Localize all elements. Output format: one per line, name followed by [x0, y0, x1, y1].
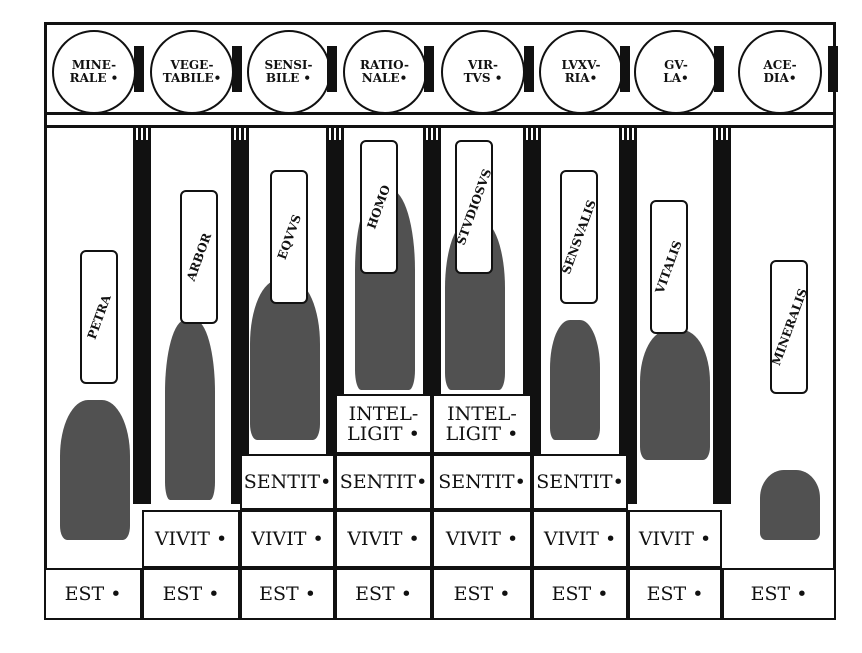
banner-label: HOMO: [364, 183, 394, 231]
scroll-banner: VITALIS: [650, 200, 688, 334]
est-cell: EST •: [628, 568, 722, 620]
intelligit-cell: INTEL- LIGIT •: [432, 394, 532, 454]
vivit-cell: VIVIT •: [240, 510, 335, 568]
banner-label: PETRA: [84, 292, 114, 342]
est-cell: EST •: [335, 568, 432, 620]
sentit-cell: SENTIT•: [335, 454, 432, 510]
est-cell: EST •: [722, 568, 836, 620]
medallion-divider: [232, 46, 242, 92]
scroll-banner: STVDIOSVS: [453, 140, 495, 274]
vivit-cell: VIVIT •: [335, 510, 432, 568]
column-pillar: [713, 134, 731, 504]
vivit-cell: VIVIT •: [628, 510, 722, 568]
intelligit-cell: INTEL- LIGIT •: [335, 394, 432, 454]
scroll-banner: PETRA: [80, 250, 118, 384]
figure-illustration: [165, 320, 215, 500]
sentit-cell: SENTIT•: [432, 454, 532, 510]
est-cell: EST •: [142, 568, 240, 620]
medallion-divider: [327, 46, 337, 92]
figure-illustration: [60, 400, 130, 540]
medallion-divider: [524, 46, 534, 92]
top-medallion: GV- LA•: [634, 30, 718, 114]
figure-illustration: [550, 320, 600, 440]
top-medallion: VIR- TVS •: [441, 30, 525, 114]
scroll-banner: HOMO: [360, 140, 398, 274]
pillar-capital: [133, 128, 151, 140]
scroll-banner: ARBOR: [180, 190, 218, 324]
top-medallion: RATIO- NALE•: [342, 30, 427, 114]
banner-label: STVDIOSVS: [453, 167, 495, 247]
medallion-divider: [134, 46, 144, 92]
pillar-capital: [523, 128, 541, 140]
medallion-divider: [714, 46, 724, 92]
pillar-capital: [619, 128, 637, 140]
figure-illustration: [760, 470, 820, 540]
scroll-banner: EQVVS: [270, 170, 308, 304]
top-medallion: ACE- DIA•: [738, 30, 822, 114]
architrave: [44, 112, 836, 128]
vivit-cell: VIVIT •: [432, 510, 532, 568]
banner-label: ARBOR: [183, 231, 215, 283]
top-medallion: MINE- RALE •: [52, 30, 136, 114]
sentit-cell: SENTIT•: [532, 454, 628, 510]
top-medallion: LVXV- RIA•: [539, 30, 623, 114]
column-pillar: [133, 134, 151, 504]
pillar-capital: [713, 128, 731, 140]
pillar-capital: [326, 128, 344, 140]
est-cell: EST •: [432, 568, 532, 620]
est-cell: EST •: [240, 568, 335, 620]
figure-illustration: [250, 280, 320, 440]
pillar-capital: [231, 128, 249, 140]
top-medallion: SENSI- BILE •: [246, 30, 331, 114]
vivit-cell: VIVIT •: [532, 510, 628, 568]
scroll-banner: MINERALIS: [768, 260, 810, 394]
est-cell: EST •: [532, 568, 628, 620]
sentit-cell: SENTIT•: [240, 454, 335, 510]
column-pillar: [619, 134, 637, 504]
banner-label: SENSVALIS: [559, 198, 599, 276]
figure-illustration: [640, 330, 710, 460]
banner-label: MINERALIS: [768, 286, 810, 368]
pillar-capital: [423, 128, 441, 140]
vivit-cell: VIVIT •: [142, 510, 240, 568]
scroll-banner: SENSVALIS: [559, 170, 599, 304]
banner-label: EQVVS: [274, 212, 304, 262]
est-cell: EST •: [44, 568, 142, 620]
top-medallion: VEGE- TABILE•: [150, 30, 234, 114]
banner-label: VITALIS: [652, 238, 686, 296]
medallion-divider: [620, 46, 630, 92]
medallion-divider: [424, 46, 434, 92]
medallion-divider: [828, 46, 838, 92]
column-pillar: [231, 134, 249, 504]
